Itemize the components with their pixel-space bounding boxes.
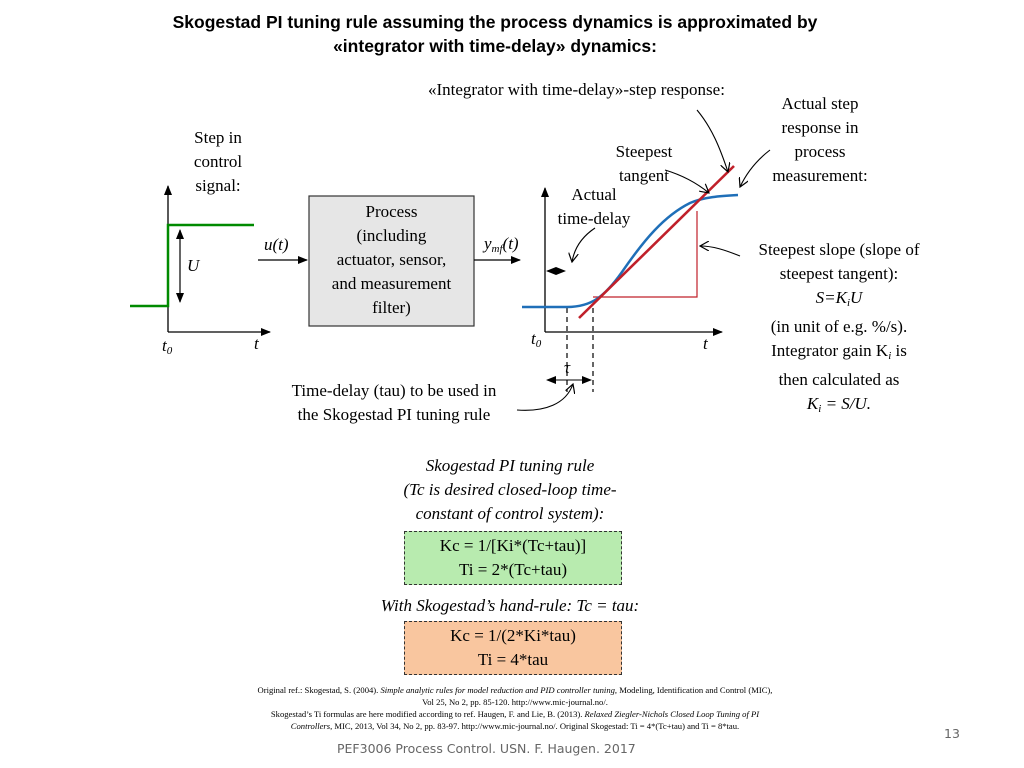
slope-triangle bbox=[593, 211, 698, 298]
process-block-text: Process (including actuator, sensor, and… bbox=[331, 202, 452, 317]
step-label: Step in control signal: bbox=[193, 128, 243, 195]
tuning-rule-heading: Skogestad PI tuning rule (Tc is desired … bbox=[403, 456, 617, 523]
page-number: 13 bbox=[944, 726, 960, 741]
tau-note: Time-delay (tau) to be used in the Skoge… bbox=[291, 381, 497, 424]
hand-rule-formula-box: Kc = 1/(2*Ki*tau) Ti = 4*tau bbox=[404, 621, 622, 675]
left-plot-axes bbox=[164, 185, 271, 336]
amplitude-label: U bbox=[187, 256, 200, 275]
title-line-2: «integrator with time-delay» dynamics: bbox=[333, 36, 657, 56]
output-label: ymf(t) bbox=[484, 234, 519, 255]
slide-title: Skogestad PI tuning rule assuming the pr… bbox=[0, 10, 990, 58]
footer: PEF3006 Process Control. USN. F. Haugen.… bbox=[337, 741, 636, 756]
right-t0-label: t0 bbox=[531, 329, 542, 350]
right-t-label: t bbox=[703, 334, 708, 353]
left-t-label: t bbox=[254, 334, 259, 353]
process-block bbox=[308, 195, 475, 327]
response-heading: «Integrator with time-delay»-step respon… bbox=[428, 80, 725, 99]
step-signal bbox=[130, 223, 254, 308]
references: Original ref.: Skogestad, S. (2004). Sim… bbox=[257, 685, 773, 731]
tau-label: τ bbox=[564, 358, 571, 377]
callout-tau bbox=[516, 384, 573, 411]
title-line-1: Skogestad PI tuning rule assuming the pr… bbox=[172, 12, 818, 32]
kc-hand-formula: Kc = 1/(2*Ki*tau) bbox=[450, 626, 576, 645]
callout-actual-delay bbox=[572, 227, 596, 262]
ti-formula: Ti = 2*(Tc+tau) bbox=[458, 560, 568, 579]
left-t0-label: t0 bbox=[162, 336, 173, 357]
callout-tangent-top bbox=[696, 109, 728, 172]
step-response-curve bbox=[522, 193, 739, 309]
steepest-tangent-label: Steepest tangent bbox=[615, 142, 673, 185]
hand-rule-heading: With Skogestad’s hand-rule: Tc = tau: bbox=[380, 596, 640, 615]
input-label: u(t) bbox=[264, 235, 289, 254]
callout-steepest-slope bbox=[700, 246, 741, 257]
callout-actual-response bbox=[740, 149, 771, 187]
slope-note: Steepest slope (slope of steepest tangen… bbox=[758, 240, 920, 415]
ti-hand-formula: Ti = 4*tau bbox=[477, 650, 549, 669]
kc-formula: Kc = 1/[Ki*(Tc+tau)] bbox=[439, 536, 587, 555]
callout-steepest-tangent bbox=[664, 169, 709, 193]
actual-time-delay-label: Actual time-delay bbox=[557, 185, 631, 228]
tuning-formula-box: Kc = 1/[Ki*(Tc+tau)] Ti = 2*(Tc+tau) bbox=[404, 531, 622, 585]
actual-step-response-label: Actual step response in process measurem… bbox=[772, 94, 868, 185]
